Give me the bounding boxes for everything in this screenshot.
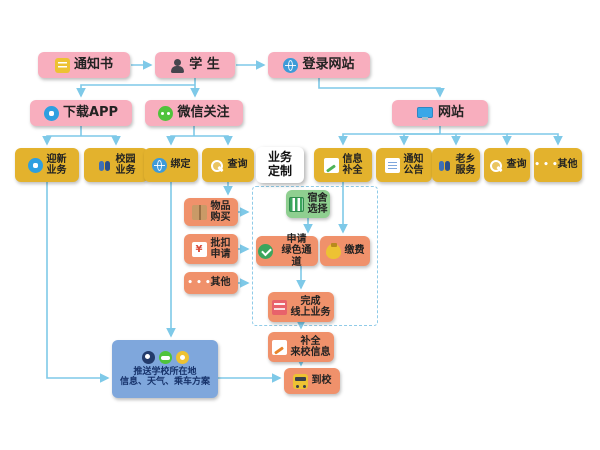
student-icon	[170, 58, 185, 73]
monitor-icon	[416, 106, 434, 121]
moneybag-icon	[325, 242, 341, 259]
node-other-web: 其他	[534, 148, 582, 182]
node-label: 宿舍 选择	[307, 192, 328, 216]
node-label: 下载APP	[62, 104, 119, 120]
node-label: 通知书	[73, 56, 113, 72]
cloud-icon	[158, 350, 172, 364]
node-label: 登录网站	[302, 56, 355, 72]
node-query-wechat: 查询	[202, 148, 254, 182]
node-pay: 缴费	[320, 236, 370, 266]
dorm-stripes-icon	[288, 196, 304, 212]
node-label: 业务 定制	[267, 150, 292, 178]
push-label: 推送学校所在地 信息、天气、乘车方案	[119, 366, 210, 387]
node-notice-letter: 通知书	[38, 52, 130, 78]
node-student: 学 生	[155, 52, 235, 78]
node-dorm-select: 宿舍 选择	[286, 190, 330, 218]
node-green-channel: 申请 绿色通道	[256, 233, 318, 268]
document-icon	[54, 57, 70, 73]
node-business-custom: 业务 定制	[256, 147, 304, 183]
node-label: 缴费	[344, 245, 365, 257]
sun-icon	[175, 350, 189, 364]
weather-icon	[141, 350, 155, 364]
node-label: 网站	[437, 104, 464, 120]
node-finish-online: 完成 线上业务	[268, 292, 334, 322]
node-welcome-service: 迎新 业务	[15, 148, 79, 182]
wechat-icon	[158, 105, 174, 121]
push-icons	[141, 350, 189, 364]
node-label: 其他	[210, 277, 231, 289]
node-arrive-school: 到校	[284, 368, 340, 394]
node-label: 学 生	[189, 56, 220, 72]
pencil-icon	[271, 339, 287, 355]
node-query-web: 查询	[484, 148, 530, 182]
node-wechat-follow: 微信关注	[145, 100, 243, 126]
app-icon	[43, 105, 59, 121]
yuan-icon	[191, 241, 207, 257]
node-label: 绑定	[170, 159, 191, 171]
node-fill-arrival-info: 补全 来校信息	[268, 332, 334, 362]
search-icon	[488, 158, 503, 173]
node-batch-apply: 批扣 申请	[184, 234, 238, 264]
node-download-app: 下载APP	[30, 100, 132, 126]
node-label: 补全 来校信息	[290, 335, 331, 359]
node-campus-service: 校园 业务	[84, 148, 148, 182]
node-label: 校园 业务	[115, 153, 136, 177]
node-label: 迎新 业务	[46, 153, 67, 177]
node-label: 完成 线上业务	[290, 295, 331, 319]
business-custom-region	[252, 186, 378, 326]
welcome-service-icon	[27, 157, 43, 173]
node-label: 到校	[311, 375, 332, 387]
campus-people-icon	[97, 158, 112, 173]
node-label: 信息 补全	[342, 153, 363, 177]
node-label: 老乡 服务	[455, 153, 476, 177]
node-notice-board: 通知 公告	[376, 148, 432, 182]
node-label: 物品 购买	[210, 200, 231, 224]
node-label: 申请 绿色通道	[281, 233, 312, 268]
people-icon	[437, 158, 452, 173]
globe-icon	[283, 57, 299, 73]
node-push-info: 推送学校所在地 信息、天气、乘车方案	[112, 340, 218, 398]
node-hometown-service: 老乡 服务	[432, 148, 480, 182]
node-label: 查询	[506, 159, 527, 171]
ellipsis-icon	[539, 158, 554, 173]
node-label: 微信关注	[177, 104, 230, 120]
done-card-icon	[271, 299, 287, 315]
node-info-complete: 信息 补全	[314, 148, 372, 182]
node-bind: 绑定	[144, 148, 198, 182]
ellipsis-icon	[192, 276, 207, 291]
node-login-website: 登录网站	[268, 52, 370, 78]
node-label: 批扣 申请	[210, 237, 231, 261]
node-label: 通知 公告	[403, 153, 424, 177]
package-icon	[191, 204, 207, 220]
school-bus-icon	[292, 373, 308, 389]
node-website: 网站	[392, 100, 488, 126]
bind-globe-icon	[151, 157, 167, 173]
node-other-app: 其他	[184, 272, 238, 294]
search-icon	[209, 158, 224, 173]
form-pencil-icon	[323, 157, 339, 173]
node-label: 其他	[557, 159, 578, 171]
node-item-purchase: 物品 购买	[184, 198, 238, 226]
green-check-icon	[258, 243, 273, 259]
announcement-icon	[384, 157, 400, 173]
node-label: 查询	[227, 159, 248, 171]
